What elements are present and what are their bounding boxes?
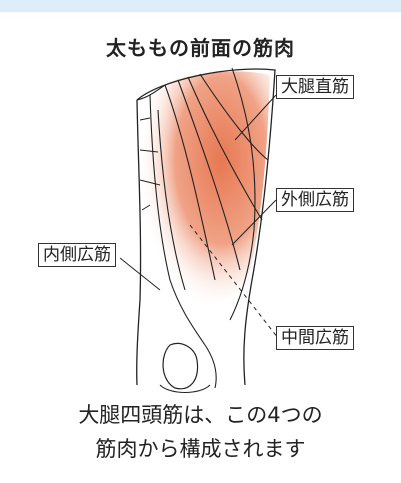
label-vastus-lateralis: 外側広筋: [276, 188, 354, 212]
vastus-lateralis-lines: [229, 67, 256, 321]
rectus-femoris-lines: [164, 84, 216, 281]
inner-outline: [136, 99, 142, 386]
patella: [162, 342, 199, 390]
label-vastus-medialis: 内側広筋: [38, 243, 116, 267]
muscle-shading: [141, 71, 270, 305]
caption-line-2: 筋肉から構成されます: [95, 437, 306, 461]
leader-rectus-femoris: [234, 94, 277, 141]
thigh-muscle-illustration: [119, 67, 279, 394]
caption: 大腿四頭筋は、この4つの 筋肉から構成されます: [0, 398, 401, 466]
diagram-title: 太ももの前面の筋肉: [106, 36, 295, 60]
caption-line-1: 大腿四頭筋は、この4つの: [78, 403, 323, 427]
leader-vastus-medialis: [119, 257, 161, 291]
leader-vastus-lateralis: [231, 199, 277, 246]
vastus-medialis-lines: [149, 94, 206, 346]
header-band: [0, 0, 401, 12]
label-vastus-intermedius: 中間広筋: [276, 326, 354, 350]
thigh-outline: [136, 68, 276, 386]
label-rectus-femoris: 大腿直筋: [276, 75, 354, 99]
